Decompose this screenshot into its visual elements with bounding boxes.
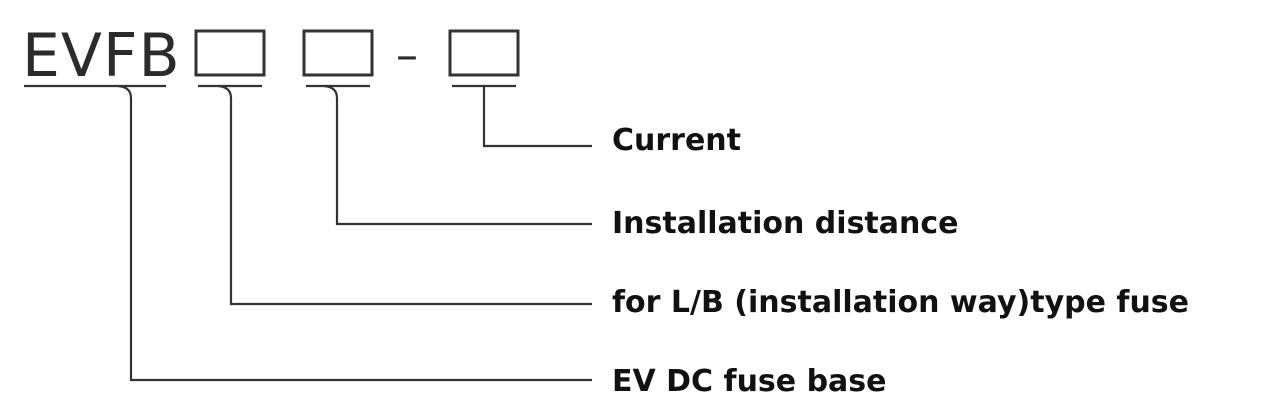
label-current: Current xyxy=(612,123,741,158)
code-box-current xyxy=(448,29,520,77)
code-prefix: EVFB xyxy=(22,21,181,91)
code-box-installation-way xyxy=(194,29,266,77)
code-separator: – xyxy=(396,30,419,81)
code-box-installation-distance xyxy=(302,29,374,77)
leader-installation-way xyxy=(217,84,592,306)
leader-current xyxy=(482,86,592,148)
leader-fuse-base xyxy=(117,84,592,382)
label-fuse-base: EV DC fuse base xyxy=(612,364,887,399)
label-installation-way: for L/B (installation way)type fuse xyxy=(612,285,1189,320)
label-installation-distance: Installation distance xyxy=(612,206,959,241)
leader-installation-distance xyxy=(323,84,592,226)
